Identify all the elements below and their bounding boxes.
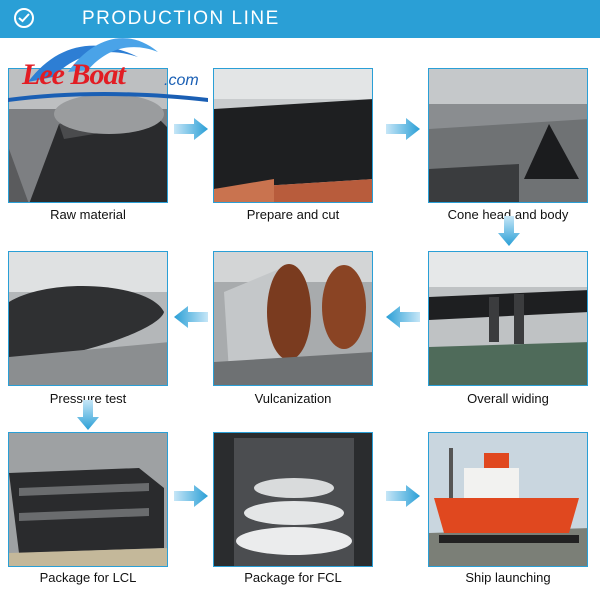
logo-brand: Lee Boat	[22, 58, 126, 91]
arrow-left-icon	[386, 306, 420, 328]
page-title: PRODUCTION LINE	[82, 8, 280, 29]
arrow-right-icon	[174, 485, 208, 507]
caption-raw-material: Raw material	[50, 207, 126, 222]
photo-cone-head-and-body	[428, 68, 588, 203]
caption-ship-launching: Ship launching	[465, 570, 551, 585]
logo-suffix: .com	[164, 72, 199, 89]
photo-prepare-and-cut	[213, 68, 373, 203]
photo-ship-launching	[428, 432, 588, 567]
arrow-down-icon	[498, 216, 520, 246]
caption-package-for-lcl: Package for LCL	[39, 570, 137, 585]
caption-vulcanization: Vulcanization	[254, 391, 332, 406]
caption-cone-head-and-body: Cone head and body	[447, 207, 569, 222]
photo-raw-material	[8, 68, 168, 203]
photo-package-for-lcl	[8, 432, 168, 567]
arrow-right-icon	[386, 118, 420, 140]
arrow-right-icon	[174, 118, 208, 140]
caption-prepare-and-cut: Prepare and cut	[246, 207, 340, 222]
photo-overall-widing	[428, 251, 588, 386]
arrow-right-icon	[386, 485, 420, 507]
caption-package-for-fcl: Package for FCL	[244, 570, 342, 585]
arrow-down-icon	[77, 400, 99, 430]
caption-pressure-test: Pressure test	[49, 391, 127, 406]
photo-package-for-fcl	[213, 432, 373, 567]
photo-pressure-test	[8, 251, 168, 386]
caption-overall-widing: Overall widing	[467, 391, 549, 406]
check-circle-icon	[14, 8, 34, 28]
header-bar: PRODUCTION LINE	[0, 0, 600, 38]
arrow-left-icon	[174, 306, 208, 328]
logo: Lee Boat .com	[8, 32, 218, 110]
photo-vulcanization	[213, 251, 373, 386]
